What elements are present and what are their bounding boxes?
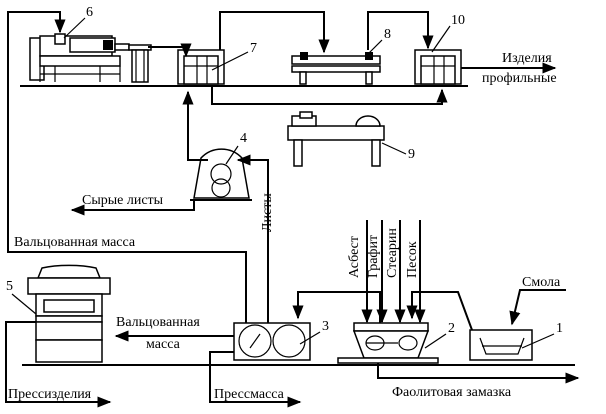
machine-1-resin-tank [469, 329, 533, 361]
leader-8 [367, 39, 383, 55]
flow-3-pressmassa [209, 365, 302, 408]
number-10: 10 [451, 13, 465, 28]
label-stearin: Стеарин [385, 228, 400, 278]
leader-6 [63, 17, 86, 39]
label-syrye-listy: Сырые листы [82, 193, 164, 208]
flow-6-to-7 [148, 43, 192, 58]
leader-3 [299, 331, 321, 345]
label-grafit: Графит [366, 235, 381, 278]
flow-5-pressizdeliya [5, 321, 112, 408]
leader-1 [521, 333, 555, 349]
flow-3-to-5-b [7, 230, 22, 253]
flow-2-zamazka [377, 363, 580, 384]
machine-8-roller-table [291, 52, 381, 85]
label-faolitovaya-zamazka: Фаолитовая замазка [392, 385, 512, 400]
flow-3-to-4 [236, 154, 269, 323]
flow-4-syrye-listy [70, 200, 195, 216]
flow-3-to-pressmassa-link [209, 351, 234, 365]
flow-1-to-2 [406, 291, 473, 331]
number-3: 3 [322, 319, 329, 334]
flow-4-to-7 [182, 90, 208, 161]
number-2: 2 [448, 321, 455, 336]
leader-2 [424, 333, 447, 349]
number-1: 1 [556, 321, 563, 336]
leader-5 [11, 293, 37, 315]
machine-6-extruder [29, 33, 152, 83]
flow-7-to-8 [219, 11, 330, 54]
number-5: 5 [6, 279, 13, 294]
label-pressizdeliya: Прессизделия [8, 387, 92, 402]
leader-9 [381, 142, 407, 155]
label-profilnye: профильные [482, 71, 557, 86]
machine-9-press [287, 111, 385, 167]
flow-to-extruder-6 [7, 11, 66, 230]
leader-10 [431, 25, 451, 53]
number-4: 4 [240, 131, 247, 146]
flow-3-to-5 [22, 251, 247, 323]
machine-5-hydraulic-press [27, 264, 111, 363]
machine-10 [414, 49, 462, 85]
leader-4 [225, 145, 239, 165]
label-massa-mid: масса [146, 337, 181, 352]
label-smola: Смола [522, 275, 561, 290]
number-9: 9 [408, 147, 415, 162]
number-7: 7 [250, 41, 257, 56]
machine-2-blade-mixer [337, 322, 439, 364]
flow-8-to-10 [367, 11, 434, 50]
label-pressmassa: Прессмасса [214, 387, 285, 402]
label-asbest: Асбест [347, 236, 362, 278]
label-pesok: Песок [405, 241, 420, 278]
flow-2-to-3 [292, 291, 381, 323]
machine-3-mixer [233, 322, 311, 361]
number-6: 6 [86, 5, 93, 20]
machine-4-calender [190, 148, 252, 201]
flow-7-to-9-to-10 [211, 86, 448, 105]
number-8: 8 [384, 27, 391, 42]
label-valtsovannaya-massa-top: Вальцованная масса [14, 235, 136, 250]
label-valtsovannaya-mid: Вальцованная [116, 315, 200, 330]
input-smola [509, 289, 566, 326]
label-listy: Листы [260, 193, 275, 232]
label-izdeliya: Изделия [502, 51, 552, 66]
leader-7 [211, 51, 249, 71]
